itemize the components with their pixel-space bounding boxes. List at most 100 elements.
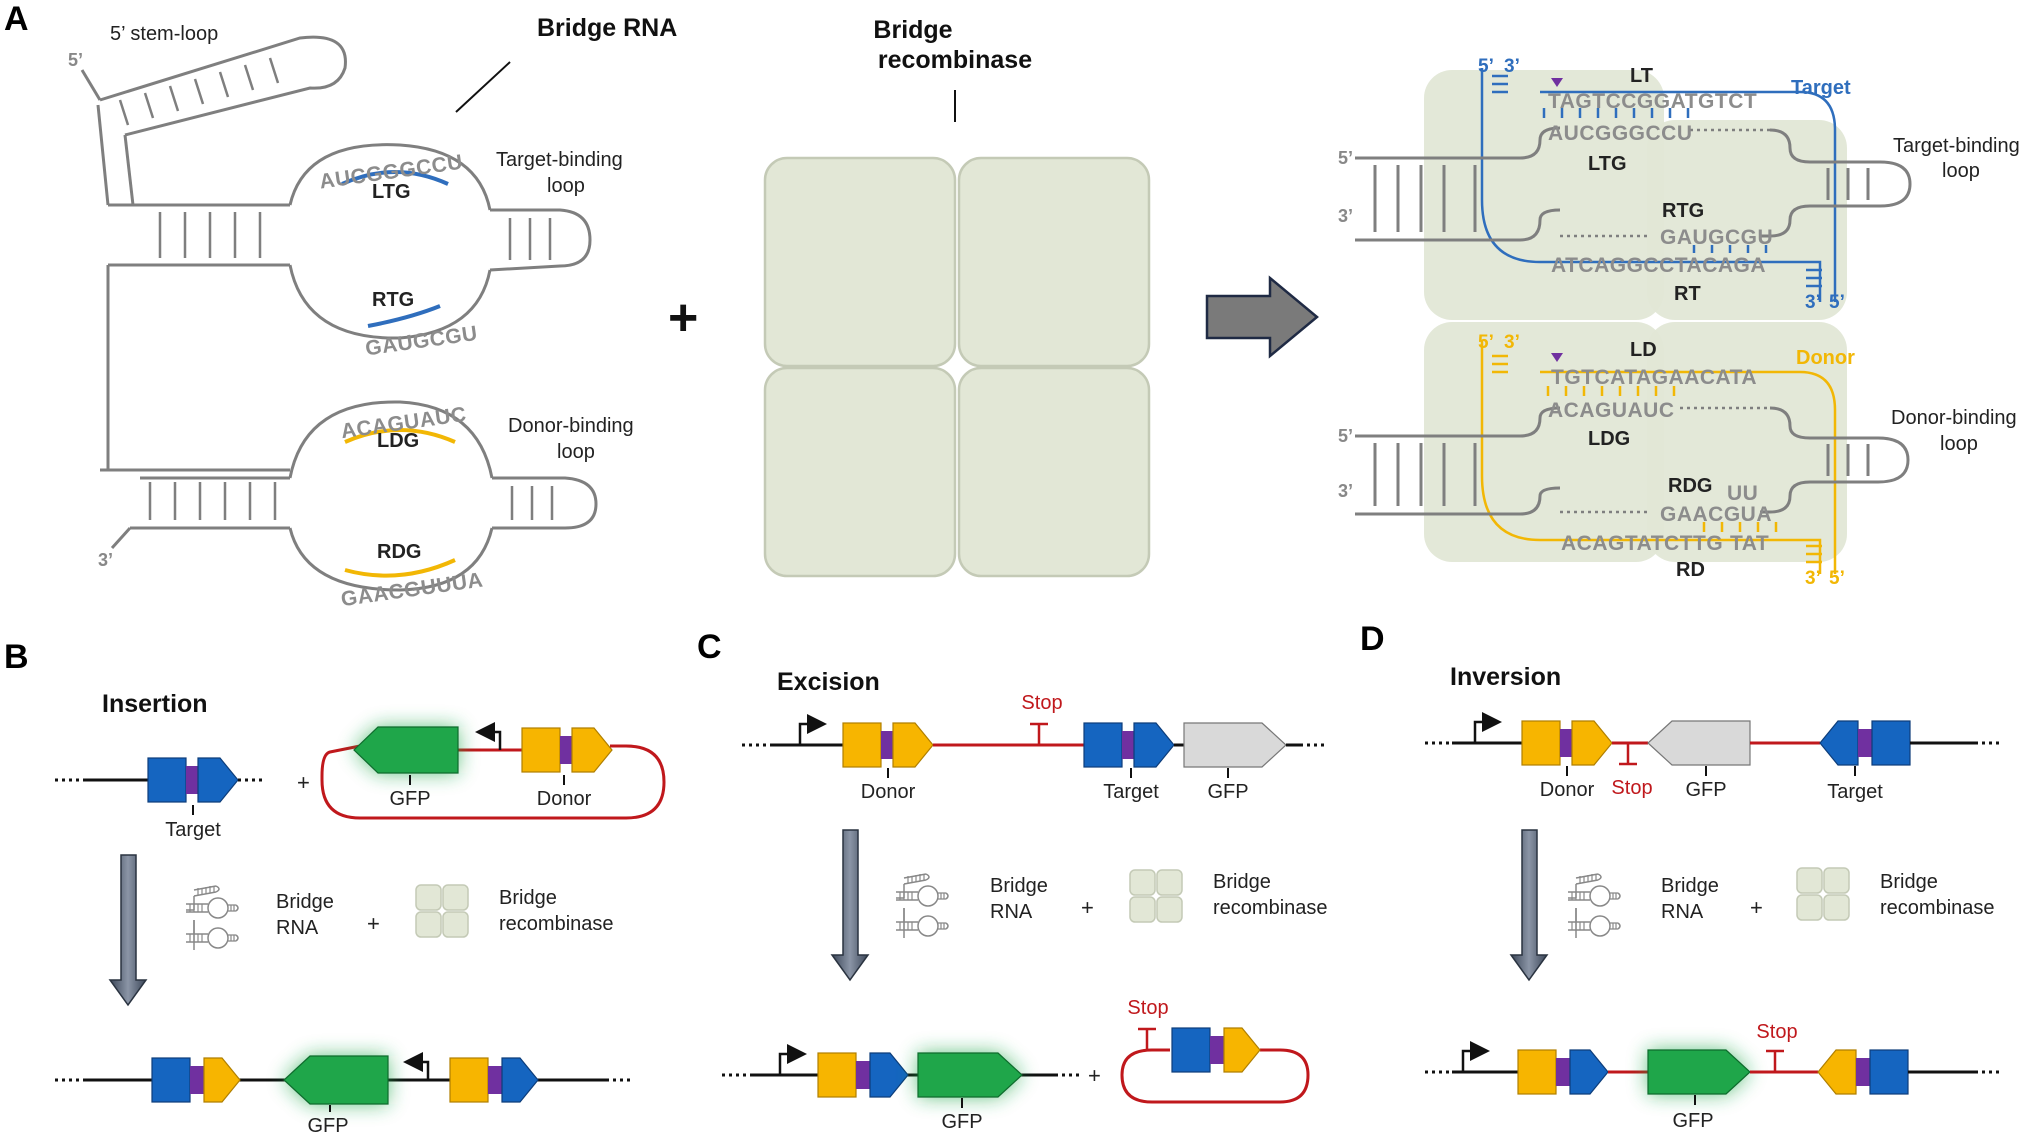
ld-cleavage-marker [1551,353,1563,362]
complex-bottom-5prime: 5’ [1338,426,1353,446]
excision-result-hybrid-site [817,1052,909,1098]
inversion-result-gfp [1647,1049,1751,1095]
target-dna-strands [1480,68,1837,302]
insertion-down-arrow [108,854,148,1007]
complex-donor-label: Donor [1796,347,1855,369]
insertion-title: Insertion [102,690,208,718]
inversion-stop-label: Stop [1611,777,1652,799]
excision-donor-label: Donor [861,781,916,803]
complex-top-5prime: 5’ [1338,148,1353,168]
insertion-donor-label: Donor [537,788,592,810]
excision-donor-site [842,722,934,768]
complex-ldg-sequence: ACAGUAUC [1548,399,1675,422]
excised-stop-terminator [1138,1027,1156,1050]
panel-label-d: D [1360,620,1385,658]
insertion-target-label: Target [165,819,221,841]
complex-rtg-label: RTG [1662,200,1704,222]
insertion-donor-site [521,727,613,773]
complex-ltg-sequence: AUCGGGCCU [1548,122,1693,145]
complex-target-3prime-end: 3’ [1805,292,1821,313]
target-binding-loop-label-line1: Target-binding [496,149,623,171]
complex-donor-5prime: 5’ [1478,332,1494,353]
inversion-plus: + [1750,895,1763,920]
inversion-bridge-rec-line2: recombinase [1880,897,1995,919]
target-binding-loop-label-line2: loop [547,175,585,197]
ldg-label: LDG [377,430,419,452]
excised-stop-label: Stop [1127,997,1168,1019]
ldg-guide-arc [344,428,456,444]
stem-loop-label: 5’ stem-loop [110,23,218,45]
insertion-plus-2: + [367,911,380,936]
excision-plus-2: + [1088,1063,1101,1088]
excision-result-gfp-label: GFP [941,1111,982,1133]
ltg-label: LTG [372,181,411,203]
recombinase-title-line1: Bridge [873,16,952,44]
inversion-result-left-site [1517,1049,1609,1095]
excision-target-site [1083,722,1175,768]
inversion-title: Inversion [1450,663,1561,691]
complex-target-5prime: 5’ [1478,56,1494,77]
complex-rdg-label: RDG [1668,475,1712,497]
complex-bottom-3prime: 3’ [1338,481,1353,501]
lt-sequence: TAGTCCGGATGTCT [1548,90,1757,113]
rtg-sequence: GAUGCGU [364,322,479,361]
excision-bridge-rna-icon [895,873,949,939]
excision-title: Excision [777,668,880,696]
panel-label-a: A [4,0,29,38]
excision-promoter-arrow [798,714,827,745]
excised-circle [1120,1048,1310,1104]
insertion-plus-1: + [297,770,310,795]
recombinase-complex-background [1424,70,1847,562]
rt-sequence: ATCAGGCCTACAGA [1551,254,1766,277]
inversion-bridge-rec-line1: Bridge [1880,871,1938,893]
inversion-result-gfp-label: GFP [1672,1110,1713,1132]
inversion-bridge-rna-line1: Bridge [1661,875,1719,897]
rd-label: RD [1676,559,1705,581]
insertion-bridge-rna-line1: Bridge [276,891,334,913]
rt-label: RT [1674,283,1701,305]
complex-target-3prime: 3’ [1504,56,1520,77]
rtg-label: RTG [372,289,414,311]
excision-result-gfp [917,1052,1023,1098]
complex-top-3prime: 3’ [1338,206,1353,226]
panel-label-b: B [4,638,29,676]
complex-rna-strands [1355,126,1912,516]
insertion-result-target-donor-hybrid [151,1057,241,1103]
excision-gfp-label: GFP [1207,781,1248,803]
rd-sequence-part2: TAT [1730,532,1769,555]
insertion-bridge-rna-icon [185,885,239,951]
bridge-rna-leader [455,61,511,113]
ld-sequence: TGTCATAGAACATA [1551,366,1757,389]
excision-recombinase-icon [1129,869,1183,923]
three-prime-label: 3’ [98,550,113,570]
complex-target-5prime-end: 5’ [1829,292,1845,313]
complex-donor-3prime: 3’ [1504,332,1520,353]
inversion-result-right-site [1817,1049,1909,1095]
inversion-recombinase-icon [1796,867,1850,921]
insertion-bridge-rec-line1: Bridge [499,887,557,909]
plus-sign-a: + [668,289,698,347]
insertion-result-gfp-label: GFP [307,1115,348,1135]
insertion-promoter-arrow [475,722,502,750]
inversion-result-stop-terminator [1766,1049,1784,1072]
bridge-rna-structure [80,35,598,592]
excision-down-arrow [830,829,870,982]
excision-plus-1: + [1081,895,1094,920]
complex-donor-3prime-end: 3’ [1805,568,1821,589]
complex-ldg-label: LDG [1588,428,1630,450]
complex-rtg-sequence: GAUGCGU [1660,226,1773,249]
insertion-result-donor-target-hybrid [449,1057,539,1103]
result-arrow [1205,275,1319,359]
complex-target-loop-line1: Target-binding [1893,135,2020,157]
inversion-down-arrow [1509,829,1549,982]
insertion-recombinase-icon [415,884,469,938]
inversion-stop-terminator [1619,743,1637,766]
excision-bridge-rna-line2: RNA [990,901,1033,923]
excised-hybrid-site [1171,1027,1261,1073]
panel-label-c: C [697,628,722,666]
rtg-guide-arc [367,304,441,328]
inversion-result-stop-label: Stop [1756,1021,1797,1043]
inversion-bridge-rna-line2: RNA [1661,901,1704,923]
ld-label: LD [1630,339,1657,361]
